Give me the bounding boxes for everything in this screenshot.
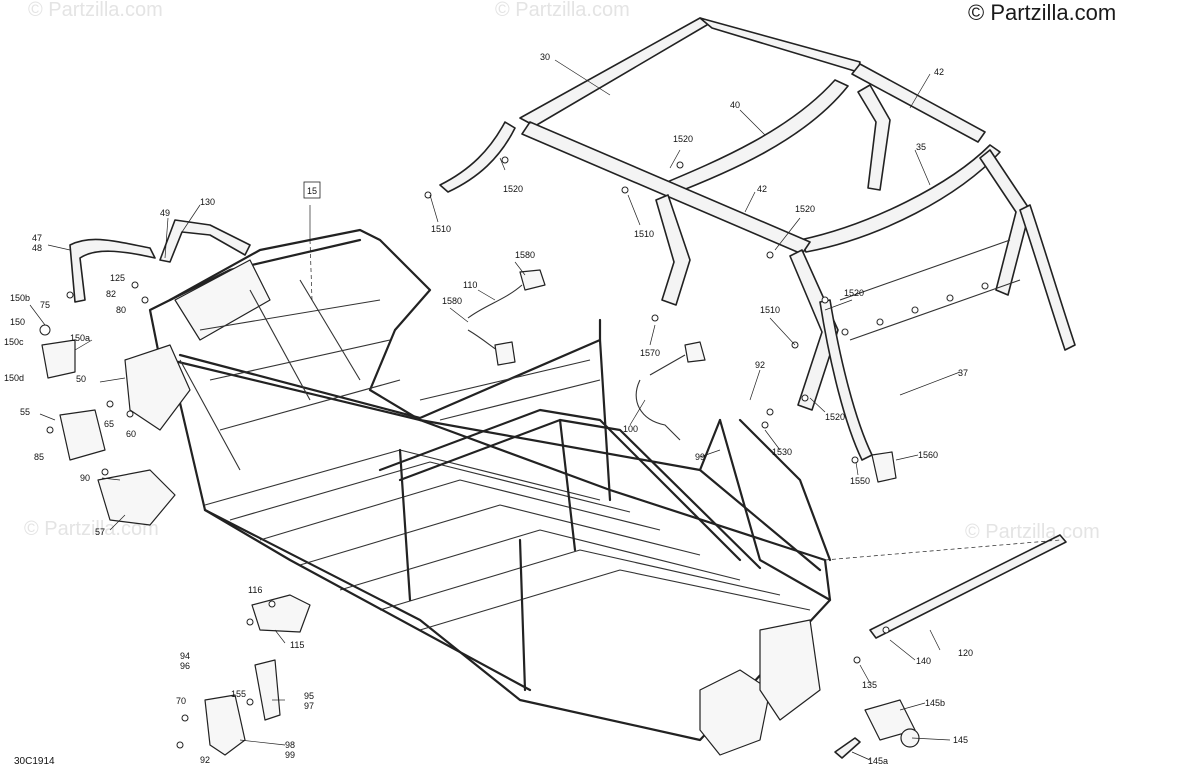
- callout-130[interactable]: 130: [200, 197, 215, 207]
- callout-115[interactable]: 115: [290, 640, 304, 650]
- callout-92-a[interactable]: 92: [755, 360, 765, 370]
- callout-1580-a[interactable]: 1580: [515, 250, 535, 260]
- callout-150[interactable]: 150: [10, 317, 25, 327]
- callout-57[interactable]: 57: [95, 527, 105, 537]
- callout-box-15: [303, 181, 321, 199]
- callout-110[interactable]: 110: [463, 280, 477, 290]
- callout-150b[interactable]: 150b: [10, 293, 30, 303]
- callout-80[interactable]: 80: [116, 305, 126, 315]
- callout-98[interactable]: 98: [285, 740, 295, 750]
- callout-1520-e[interactable]: 1520: [825, 412, 845, 422]
- callout-1510-b[interactable]: 1510: [634, 229, 654, 239]
- callout-125[interactable]: 125: [110, 273, 125, 283]
- callout-99-a[interactable]: 99: [695, 452, 705, 462]
- callout-labels: 30 42 40 35 42 1520 1520 1510 1510 1520 …: [4, 52, 973, 766]
- callout-150c[interactable]: 150c: [4, 337, 24, 347]
- watermark-copyright: © Partzilla.com: [968, 0, 1116, 25]
- callout-30[interactable]: 30: [540, 52, 550, 62]
- callout-95[interactable]: 95: [304, 691, 314, 701]
- callout-48[interactable]: 48: [32, 243, 42, 253]
- callout-150d[interactable]: 150d: [4, 373, 24, 383]
- callout-116[interactable]: 116: [248, 585, 262, 595]
- callout-135[interactable]: 135: [862, 680, 877, 690]
- callout-145b[interactable]: 145b: [925, 698, 945, 708]
- callout-1520-d[interactable]: 1520: [844, 288, 864, 298]
- callout-94[interactable]: 94: [180, 651, 190, 661]
- callout-150a[interactable]: 150a: [70, 333, 90, 343]
- callout-47[interactable]: 47: [32, 233, 42, 243]
- callout-1520-c[interactable]: 1520: [795, 204, 815, 214]
- callout-155[interactable]: 155: [231, 689, 246, 699]
- callout-1570[interactable]: 1570: [640, 348, 660, 358]
- callout-65[interactable]: 65: [104, 419, 114, 429]
- callout-1580-b[interactable]: 1580: [442, 296, 462, 306]
- callout-40[interactable]: 40: [730, 100, 740, 110]
- watermark-mid-left: © Partzilla.com: [24, 518, 159, 540]
- callout-37[interactable]: 37: [958, 368, 968, 378]
- callout-100[interactable]: 100: [623, 424, 638, 434]
- callout-55[interactable]: 55: [20, 407, 30, 417]
- watermark-mid-right: © Partzilla.com: [965, 521, 1100, 543]
- callout-82[interactable]: 82: [106, 289, 116, 299]
- callout-1510-c[interactable]: 1510: [760, 305, 780, 315]
- small-parts: [39, 156, 1067, 759]
- callout-140[interactable]: 140: [916, 656, 931, 666]
- diagram-code: 30C1914: [14, 756, 55, 767]
- callout-1520-a[interactable]: 1520: [673, 134, 693, 144]
- callout-90[interactable]: 90: [80, 473, 90, 483]
- watermark-top-left: © Partzilla.com: [28, 0, 163, 21]
- callout-70[interactable]: 70: [176, 696, 186, 706]
- callout-60[interactable]: 60: [126, 429, 136, 439]
- callout-120[interactable]: 120: [958, 648, 973, 658]
- callout-50[interactable]: 50: [76, 374, 86, 384]
- main-frame: [124, 228, 832, 756]
- callout-92-b[interactable]: 92: [200, 755, 210, 765]
- callout-145[interactable]: 145: [953, 735, 968, 745]
- callout-49[interactable]: 49: [160, 208, 170, 218]
- callout-145a[interactable]: 145a: [868, 756, 888, 766]
- callout-15[interactable]: 15: [307, 186, 317, 196]
- watermark-top-center: © Partzilla.com: [495, 0, 630, 21]
- callout-42-mid[interactable]: 42: [757, 184, 767, 194]
- callout-1530[interactable]: 1530: [772, 447, 792, 457]
- callout-42-top[interactable]: 42: [934, 67, 944, 77]
- callout-99-b[interactable]: 99: [285, 750, 295, 760]
- callout-1520-b[interactable]: 1520: [503, 184, 523, 194]
- callout-96[interactable]: 96: [180, 661, 190, 671]
- leader-lines: [29, 59, 1061, 761]
- callout-85[interactable]: 85: [34, 452, 44, 462]
- roll-cage: [439, 17, 1076, 461]
- callout-35[interactable]: 35: [916, 142, 926, 152]
- callout-97[interactable]: 97: [304, 701, 314, 711]
- callout-1550[interactable]: 1550: [850, 476, 870, 486]
- callout-1560[interactable]: 1560: [918, 450, 938, 460]
- callout-75[interactable]: 75: [40, 300, 50, 310]
- callout-1510-a[interactable]: 1510: [431, 224, 451, 234]
